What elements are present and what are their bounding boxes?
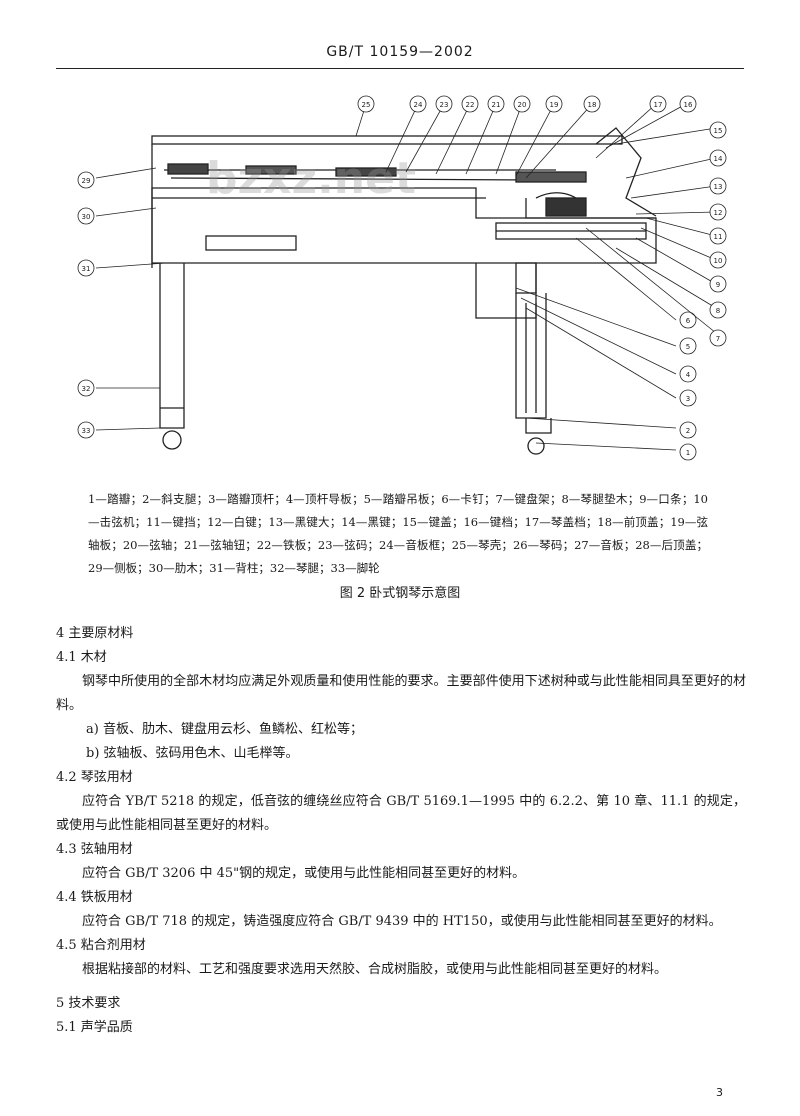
section-4-2-heading: 4.2 琴弦用材	[56, 770, 133, 785]
callout-23: 23	[440, 101, 449, 109]
callout-32: 32	[82, 385, 91, 393]
right-caster	[527, 437, 545, 455]
callout-14: 14	[714, 155, 723, 163]
callout-29: 29	[82, 177, 91, 185]
section-4-1-item-a: a) 音板、肋木、键盘用云杉、鱼鳞松、红松等；	[86, 722, 363, 737]
callout-30: 30	[82, 213, 91, 221]
callout-16: 16	[684, 101, 693, 109]
piano-drawing: bzxz.net	[77, 95, 727, 461]
callout-13: 13	[714, 183, 723, 191]
callout-9: 9	[716, 281, 720, 289]
callout-3: 3	[686, 395, 690, 403]
callout-18: 18	[588, 101, 597, 109]
callout-19: 19	[550, 101, 559, 109]
callout-7: 7	[716, 335, 720, 343]
callout-24: 24	[414, 101, 423, 109]
section-4-4-heading: 4.4 铁板用材	[56, 890, 133, 905]
callout-2: 2	[686, 427, 690, 435]
section-4-5-para: 根据粘接部的材料、工艺和强度要求选用天然胶、合成树脂胶，或使用与此性能相同甚至更…	[82, 962, 668, 977]
section-4-1-heading: 4.1 木材	[56, 650, 107, 665]
piano-diagram: bzxz.net	[56, 88, 744, 478]
callout-12: 12	[714, 209, 723, 217]
section-5-heading: 5 技术要求	[56, 996, 121, 1011]
page-number: 3	[716, 1086, 723, 1099]
page-header: GB/T 10159—2002	[326, 44, 474, 60]
callout-33: 33	[82, 427, 91, 435]
callout-21: 21	[492, 101, 501, 109]
section-5-1-heading: 5.1 声学品质	[56, 1020, 133, 1035]
section-4-3-para: 应符合 GB/T 3206 中 45"钢的规定，或使用与此性能相同甚至更好的材料…	[82, 866, 526, 881]
section-4-1-para: 钢琴中所使用的全部木材均应满足外观质量和使用性能的要求。主要部件使用下述树种或与…	[56, 674, 746, 713]
callout-10: 10	[714, 257, 723, 265]
callout-6: 6	[686, 317, 691, 325]
section-4-3-heading: 4.3 弦轴用材	[56, 842, 133, 857]
figure-legend: 1—踏瓣；2—斜支腿；3—踏瓣顶杆；4—顶杆导板；5—踏瓣吊板；6—卡钉；7—键…	[88, 492, 708, 575]
callout-15: 15	[714, 127, 723, 135]
section-4-2-para: 应符合 YB/T 5218 的规定，低音弦的缠绕丝应符合 GB/T 5169.1…	[56, 794, 746, 833]
figure-title: 图 2 卧式钢琴示意图	[339, 586, 461, 601]
left-caster	[162, 430, 182, 450]
callout-31: 31	[82, 265, 91, 273]
callout-8: 8	[716, 307, 720, 315]
body-text: 4 主要原材料 4.1 木材 钢琴中所使用的全部木材均应满足外观质量和使用性能的…	[56, 612, 746, 1040]
pedal-lyre	[515, 293, 547, 419]
callout-1: 1	[686, 449, 690, 457]
left-leg	[159, 263, 185, 429]
callout-17: 17	[654, 101, 663, 109]
callout-25: 25	[362, 101, 371, 109]
section-4-5-heading: 4.5 粘合剂用材	[56, 938, 146, 953]
callout-5: 5	[686, 343, 690, 351]
section-4-4-para: 应符合 GB/T 718 的规定，铸造强度应符合 GB/T 9439 中的 HT…	[82, 914, 722, 929]
watermark-text: bzxz.net	[206, 153, 416, 204]
section-4-1-item-b: b) 弦轴板、弦码用色木、山毛榉等。	[86, 746, 299, 761]
callout-11: 11	[714, 233, 723, 241]
lid	[151, 135, 623, 145]
callout-20: 20	[518, 101, 527, 109]
callout-22: 22	[466, 101, 475, 109]
header-rule	[56, 68, 744, 69]
section-4-heading: 4 主要原材料	[56, 626, 134, 641]
callout-4: 4	[686, 371, 691, 379]
